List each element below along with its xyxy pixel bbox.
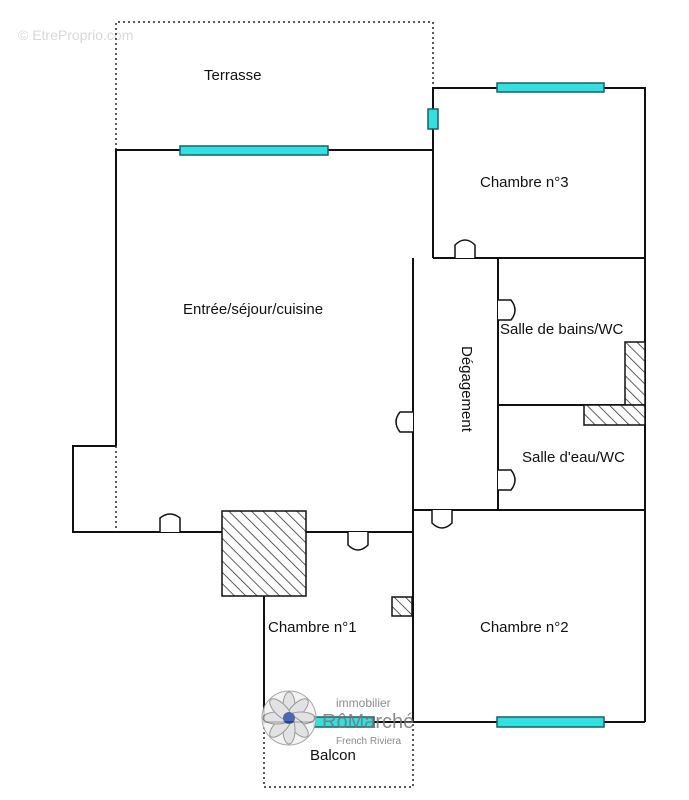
label-terrasse: Terrasse <box>204 67 262 84</box>
balcon-outline <box>263 722 414 788</box>
logo-line1: immobilier <box>336 696 391 710</box>
logo-line2: RôMarché <box>322 711 414 733</box>
window-terrasse <box>179 145 329 156</box>
agency-logo: immobilier RôMarché French Riviera <box>261 690 414 747</box>
door-degagement-left <box>395 411 413 433</box>
logo-line3: French Riviera <box>336 736 401 747</box>
door-degagement-top <box>454 239 476 258</box>
label-degagement: Dégagement <box>458 346 475 433</box>
logo-flower-icon <box>261 690 317 746</box>
door-sejour <box>159 513 181 532</box>
sejour-wall <box>115 149 434 533</box>
label-sejour: Entrée/séjour/cuisine <box>183 301 323 318</box>
sdb-hatched-vertical <box>624 341 646 406</box>
label-salle-eau: Salle d'eau/WC <box>522 449 625 466</box>
label-chambre2: Chambre n°2 <box>480 619 569 636</box>
label-balcon: Balcon <box>310 747 356 764</box>
pillar-hatched <box>221 510 307 597</box>
door-chambre2 <box>431 510 453 529</box>
sdb-hatched-horizontal <box>583 404 646 426</box>
window-chambre2 <box>496 716 605 728</box>
label-chambre1: Chambre n°1 <box>268 619 357 636</box>
window-chambre3 <box>496 82 605 93</box>
label-sdb: Salle de bains/WC <box>500 321 624 338</box>
label-chambre3: Chambre n°3 <box>480 174 569 191</box>
terrasse-outline <box>115 21 434 150</box>
small-hatched-block <box>391 596 413 617</box>
door-salle-eau <box>498 469 516 491</box>
door-sdb <box>498 299 516 321</box>
door-chambre1 <box>347 532 369 551</box>
watermark-text: © EtreProprio.com <box>18 27 133 43</box>
window-chambre3-side <box>427 108 439 130</box>
annex-wall <box>72 445 116 533</box>
